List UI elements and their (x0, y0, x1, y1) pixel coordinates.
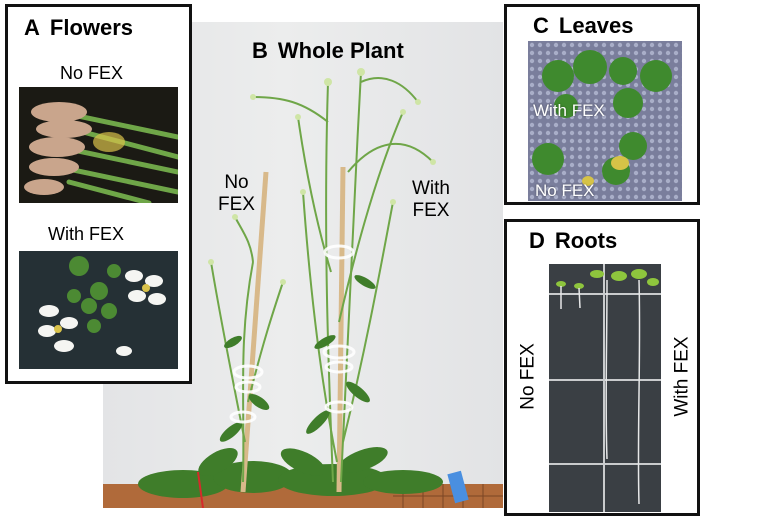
whole-plant-title: B Whole Plant (252, 40, 404, 62)
whole-plant-title-text: Whole Plant (277, 38, 404, 63)
leaves-no-fex-label: No FEX (535, 181, 595, 200)
no-fex-plant-label-line1: No (224, 172, 249, 193)
flowers-with-fex-photo (19, 251, 178, 369)
roots-no-fex-label: No FEX (517, 343, 539, 410)
roots-with-fex-label: With FEX (671, 336, 693, 417)
flowers-title-text: Flowers (49, 15, 134, 40)
panel-letter-a: A (24, 15, 40, 40)
flowers-panel: A Flowers No FEX With FEX (5, 4, 192, 384)
panel-letter-b: B (252, 38, 268, 63)
leaves-title: C Leaves (533, 15, 634, 37)
roots-title: D Roots (529, 230, 617, 252)
leaves-title-text: Leaves (558, 13, 634, 38)
with-fex-plant-label: With FEX (412, 178, 450, 222)
panel-letter-d: D (529, 228, 545, 253)
with-fex-plant-label-line2: FEX (412, 199, 450, 221)
no-fex-plant-label-line2: FEX (218, 193, 255, 215)
leaves-photo (528, 41, 682, 201)
flowers-with-fex-label: With FEX (48, 224, 125, 244)
whole-plant-illustration (103, 68, 503, 508)
roots-panel: D Roots No FEX With FEX (504, 219, 700, 516)
panel-letter-c: C (533, 13, 549, 38)
flowers-no-fex-label: No FEX (60, 63, 124, 83)
flowers-title: A Flowers (24, 17, 133, 39)
no-fex-plant-label: No FEX (218, 172, 255, 216)
roots-title-text: Roots (554, 228, 618, 253)
flowers-no-fex-photo (19, 87, 178, 203)
roots-photo (549, 264, 661, 512)
with-fex-plant-label-line1: With (412, 178, 450, 199)
leaves-with-fex-label: With FEX (533, 101, 605, 120)
leaves-panel: C Leaves With FEX No FEX (504, 4, 700, 205)
